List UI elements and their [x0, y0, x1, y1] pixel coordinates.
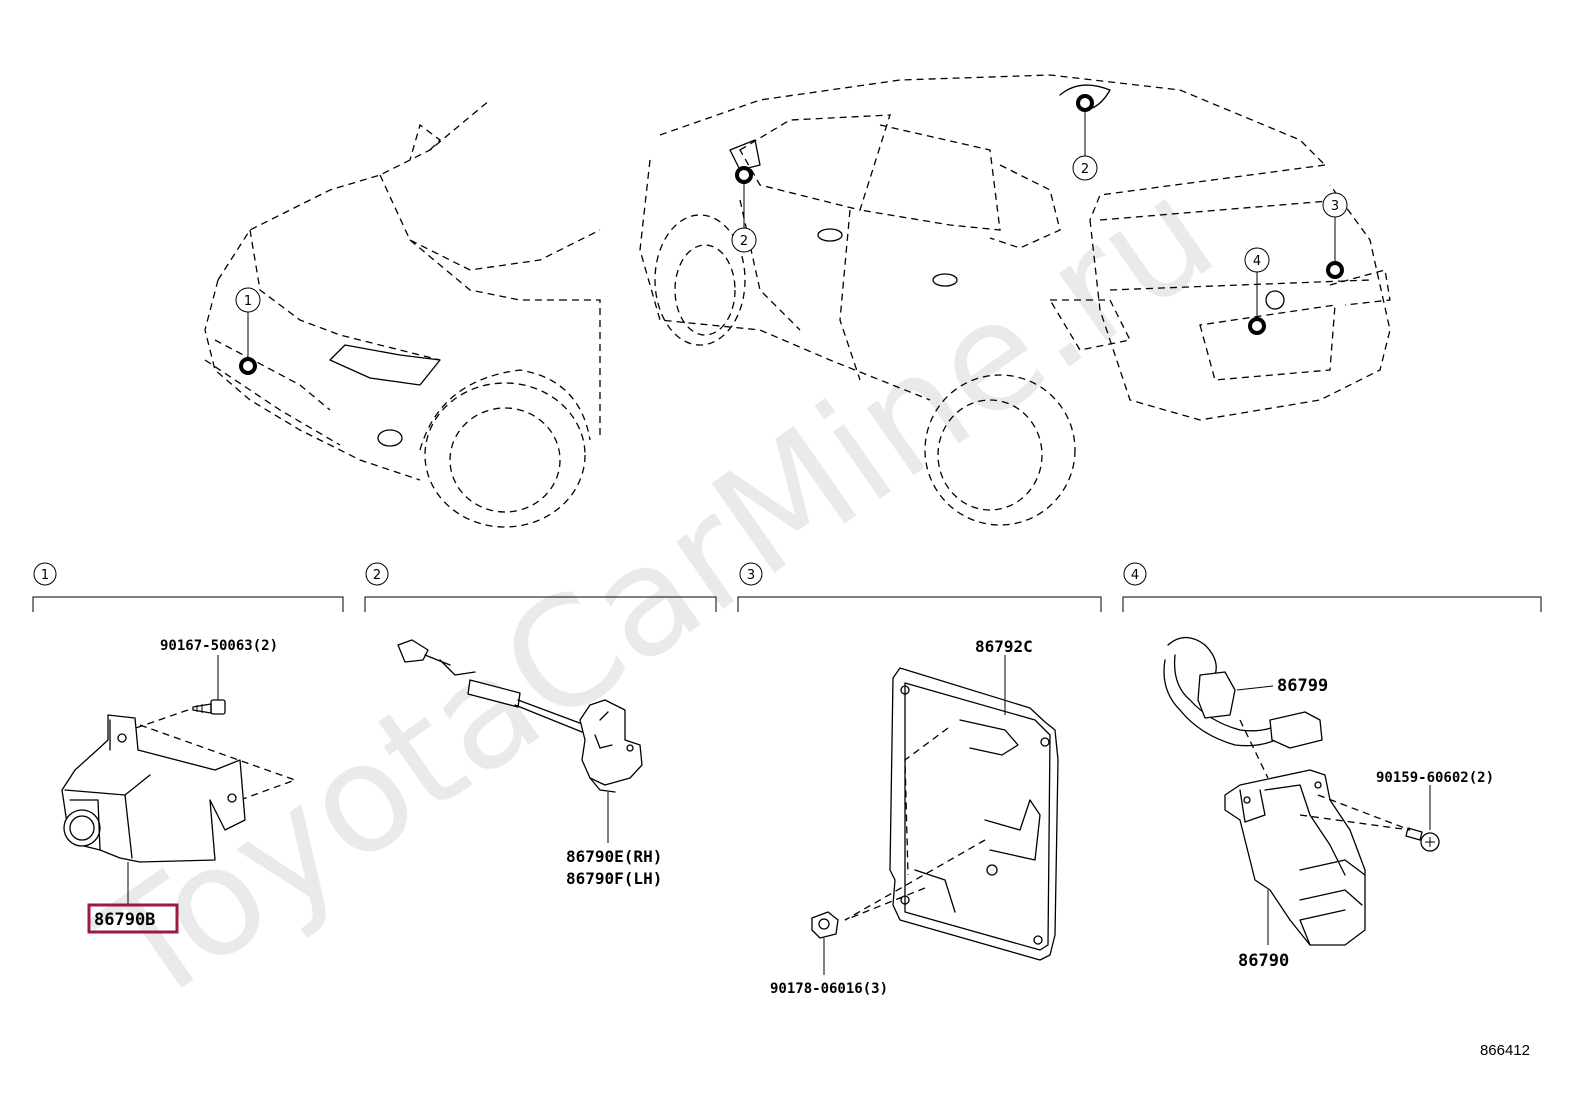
section-2-number: 2	[373, 568, 381, 583]
part-label-86790E[interactable]: 86790E(RH)	[566, 847, 662, 866]
part-label-86792C[interactable]: 86792C	[975, 637, 1033, 656]
section-headers: 1 2 3 4	[32, 562, 1542, 612]
side-camera-part[interactable]	[397, 639, 643, 793]
harness-part[interactable]	[1163, 636, 1323, 749]
part-label-86790B[interactable]: 86790B	[94, 910, 155, 930]
callout-2-roof: 2	[1081, 162, 1089, 177]
callout-4-rear: 4	[1253, 254, 1261, 269]
callout-1-front: 1	[244, 294, 252, 309]
part-label-86799[interactable]: 86799	[1277, 676, 1328, 696]
section-3-parts: 86792C 90178-06016(3)	[770, 637, 1059, 997]
section-2-parts: 86790E(RH) 86790F(LH)	[397, 639, 662, 888]
watermark-text: ToyotaCarMine.ru	[70, 145, 1244, 1040]
section-4-number: 4	[1131, 568, 1139, 583]
section-1-parts: 90167-50063(2) 86790B	[61, 638, 297, 934]
front-vehicle-view: 1	[204, 99, 601, 528]
rear-vehicle-view: 2 2 3 4	[639, 74, 1391, 526]
screw-icon-rear[interactable]	[1405, 827, 1440, 852]
bracket-part[interactable]	[889, 667, 1059, 961]
section-3-number: 3	[747, 568, 755, 583]
part-label-90159-60602[interactable]: 90159-60602(2)	[1376, 770, 1494, 786]
section-1-number: 1	[41, 568, 49, 583]
part-label-86790[interactable]: 86790	[1238, 951, 1289, 971]
diagram-id: 866412	[1480, 1042, 1530, 1059]
rear-camera-part[interactable]	[1224, 769, 1366, 946]
part-label-90178-06016[interactable]: 90178-06016(3)	[770, 981, 888, 997]
part-label-90167-50063[interactable]: 90167-50063(2)	[160, 638, 278, 654]
screw-icon[interactable]	[192, 699, 226, 715]
callout-2-mirror: 2	[740, 234, 748, 249]
part-label-86790F[interactable]: 86790F(LH)	[566, 869, 662, 888]
front-camera-part[interactable]	[61, 714, 246, 863]
selected-part-highlight	[87, 903, 179, 934]
callout-3-rear: 3	[1331, 199, 1339, 214]
section-4-parts: 86799 90159-60602(2) 86790	[1163, 636, 1494, 971]
nut-icon[interactable]	[811, 911, 839, 939]
